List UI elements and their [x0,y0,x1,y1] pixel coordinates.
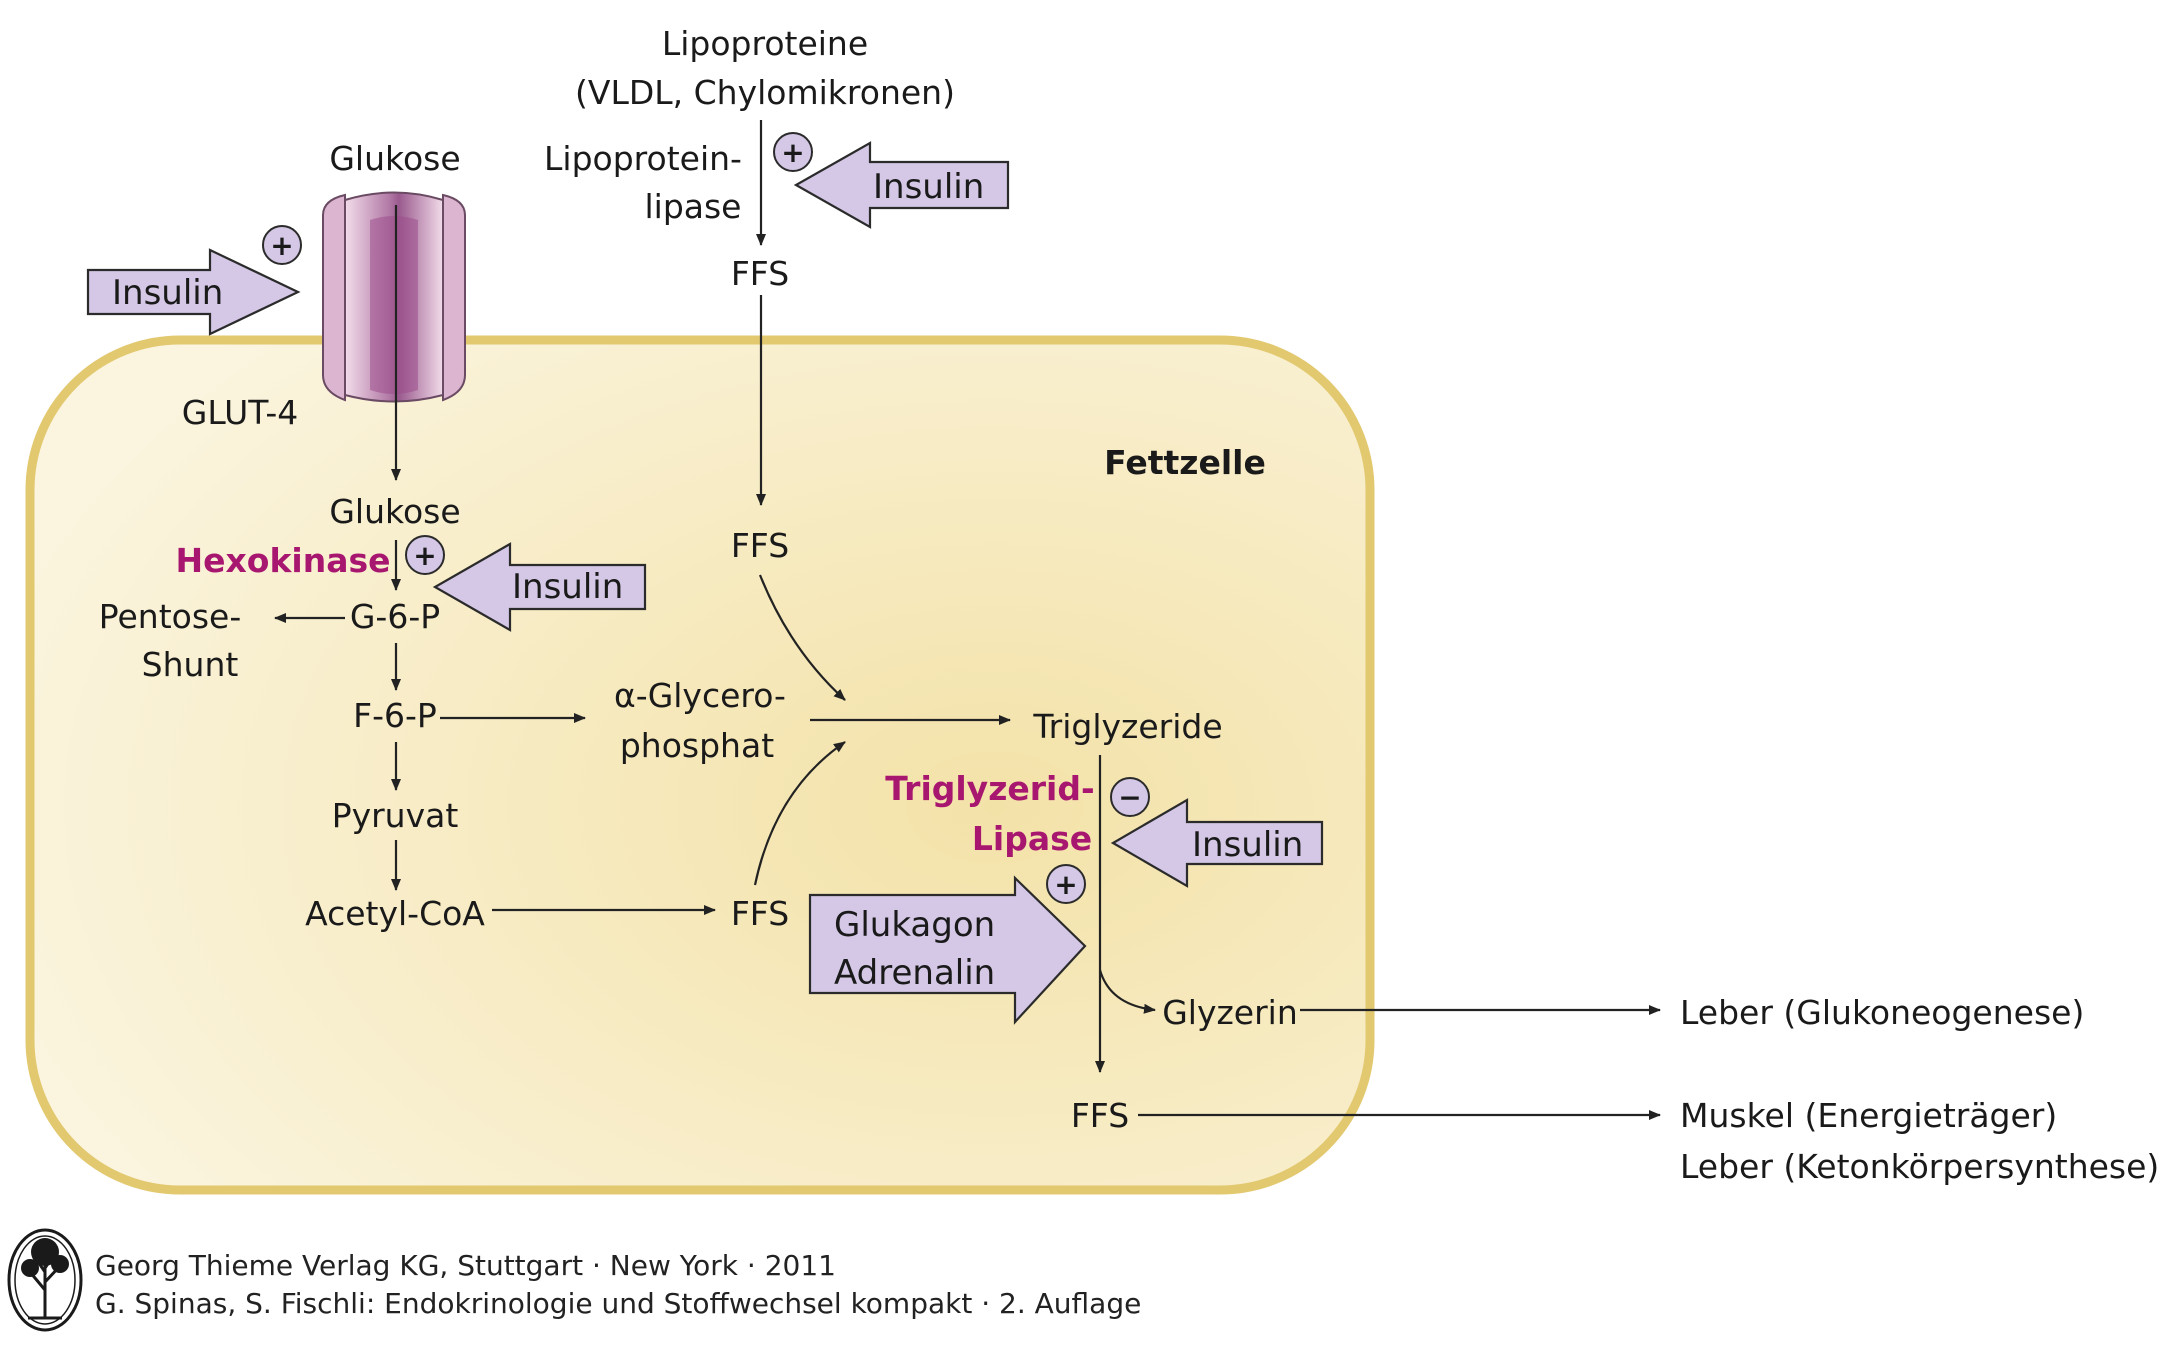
lpl-label-line2: lipase [644,187,741,226]
arrow-ffs-to-triglyzeride [758,574,846,701]
svg-text:+: + [781,136,804,169]
footer-line2: G. Spinas, S. Fischli: Endokrinologie un… [95,1287,1141,1320]
svg-text:+: + [413,539,436,572]
insulin-label: Insulin [1192,825,1303,865]
insulin-arrow-hexokinase: Insulin [432,542,647,632]
glut4-label: GLUT-4 [182,393,299,432]
minus-sign-tgl: − [1110,777,1150,817]
glukagon-adrenalin-arrow: Glukagon Adrenalin [808,875,1087,1025]
triglyzeride-label: Triglyzeride [1032,707,1222,746]
pentose-label-line1: Pentose- [99,597,241,636]
insulin-arrow-glut: Insulin [86,248,301,336]
insulin-label: Insulin [112,273,223,313]
glut4-transporter [322,191,466,403]
footer-line1: Georg Thieme Verlag KG, Stuttgart · New … [95,1249,836,1282]
lpl-label-line1: Lipoprotein- [544,139,742,178]
insulin-label: Insulin [512,567,623,607]
ffs-out-label: FFS [1071,1096,1129,1135]
leber-glukoneogenese-label: Leber (Glukoneogenese) [1680,993,2084,1032]
glycerophosphat-label-line2: phosphat [620,726,774,765]
ffs-low-label: FFS [731,894,789,933]
plus-sign-lpl: + [773,132,813,172]
glukagon-label: Glukagon [834,905,995,945]
publisher-logo [7,1228,83,1332]
g6p-label: G-6-P [350,597,440,636]
glycerophosphat-label-line1: α-Glycero- [614,676,786,715]
vldl-label: (VLDL, Chylomikronen) [575,73,955,112]
svg-text:+: + [270,229,293,262]
svg-text:+: + [1054,868,1077,901]
ffs-mid-label: FFS [731,526,789,565]
glyzerin-label: Glyzerin [1162,993,1298,1032]
lipoproteine-label: Lipoproteine [662,24,868,63]
f6p-label: F-6-P [353,696,437,735]
glukose-outside-label: Glukose [329,139,460,178]
arrow-ffs-low-to-triglyzeride [753,741,846,886]
ffs-top-label: FFS [731,254,789,293]
insulin-arrow-tgl: Insulin [1110,798,1324,888]
insulin-arrow-lpl: Insulin [793,141,1010,229]
triglyzerid-lipase-label-line1: Triglyzerid- [885,769,1094,808]
adrenalin-label: Adrenalin [834,953,995,993]
arrow-lipolysis-to-glyzerin [1098,969,1156,1014]
plus-sign-glut: + [262,225,302,265]
fettzelle-label: Fettzelle [1104,443,1266,482]
glukose-inside-label: Glukose [329,492,460,531]
acetyl-coa-label: Acetyl-CoA [305,894,485,933]
pyruvat-label: Pyruvat [332,796,459,835]
plus-sign-hexokinase: + [405,535,445,575]
leber-ketonkoerper-label: Leber (Ketonkörpersynthese) [1680,1147,2159,1186]
muskel-label: Muskel (Energieträger) [1680,1096,2057,1135]
insulin-label: Insulin [873,167,984,207]
pentose-label-line2: Shunt [142,645,239,684]
triglyzerid-lipase-label-line2: Lipase [972,819,1092,858]
hexokinase-label: Hexokinase [176,541,391,580]
svg-text:−: − [1118,781,1141,814]
plus-sign-tgl: + [1046,864,1086,904]
